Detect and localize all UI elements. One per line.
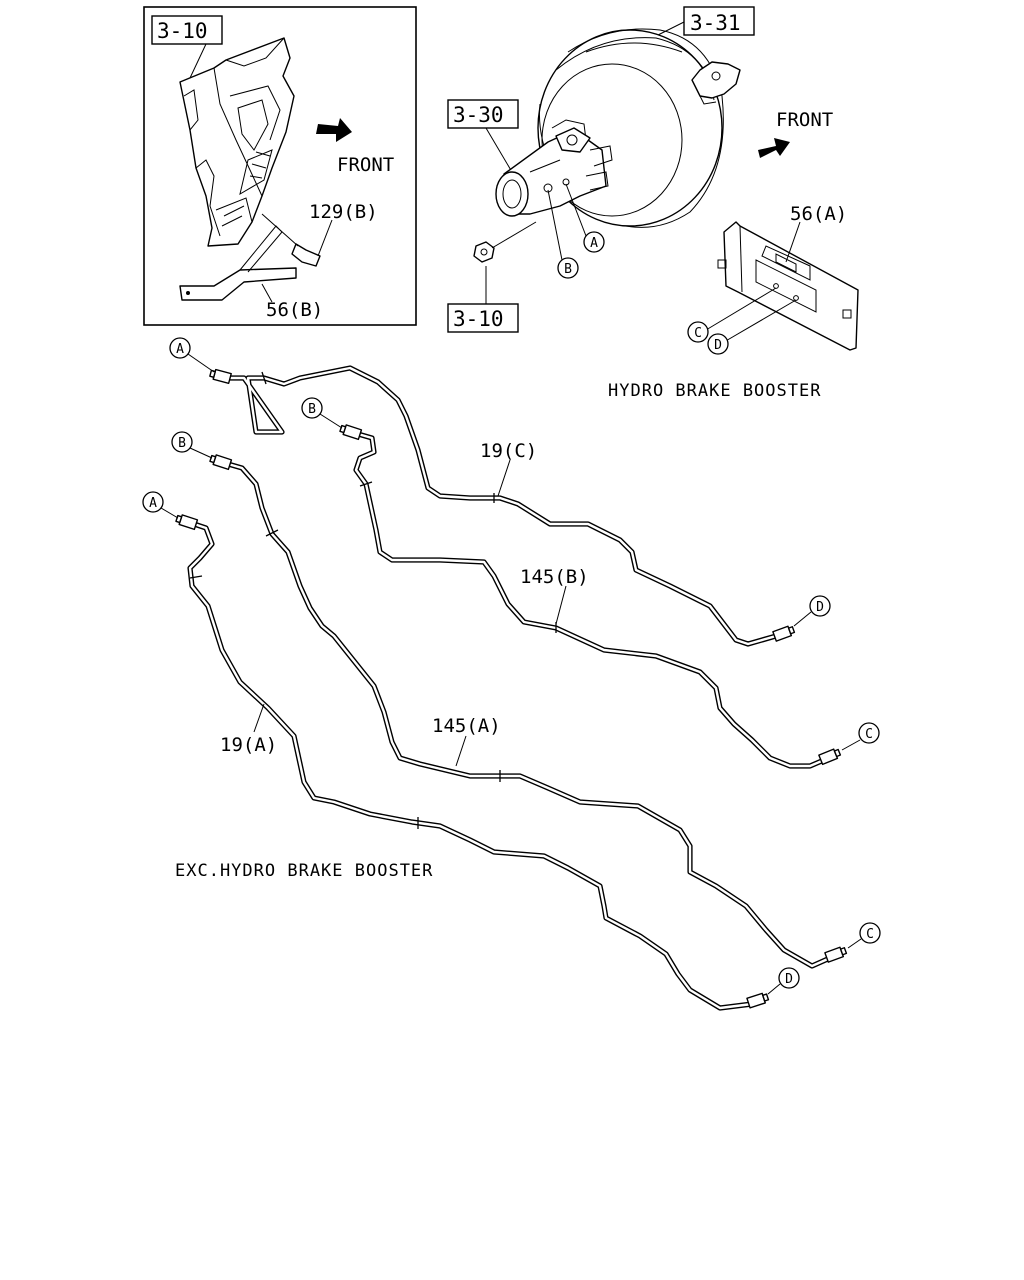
connector-b-booster: B [557,257,579,279]
inset-front-label: FRONT [337,154,394,176]
bracket-56a [717,221,859,351]
connector-a-pipe-19c: A [169,337,215,373]
inset-bolt-label: 129(B) [309,201,378,223]
pipe-145b-label: 145(B) [520,566,589,588]
booster-assembly: 3-31 3-30 3-10 [447,6,859,401]
booster-front-label: FRONT [776,109,833,131]
svg-text:D: D [714,338,722,353]
master-cylinder-ref-label: 3-30 [453,103,504,127]
svg-text:B: B [308,402,316,417]
svg-text:B: B [564,262,572,277]
connector-a-pipe-19a: A [142,491,179,519]
booster-front-arrow-icon [758,138,790,158]
connector-c-bracket: C [687,321,709,343]
inset-bracket-label: 56(B) [266,299,323,321]
pipe-19a [187,521,755,1011]
inset-ref-box [151,15,223,45]
connector-b-pipe-145b: B [301,397,343,429]
svg-text:D: D [785,972,793,987]
connector-d-bracket: D [707,333,729,355]
svg-text:A: A [176,342,184,357]
svg-text:D: D [816,600,824,615]
brake-pipes: 19(C) 145(B) 145(A) 19(A) EXC.HYDRO BRAK… [175,365,848,1011]
svg-text:A: A [149,496,157,511]
svg-text:C: C [866,927,874,942]
pipe-145a [225,461,833,969]
connector-d-pipe-19a: D [767,967,800,995]
exc-caption: EXC.HYDRO BRAKE BOOSTER [175,861,433,881]
pipe-19c [225,365,779,647]
connector-d-pipe-19c: D [793,595,831,627]
booster-nut [473,221,537,263]
booster-ref-label: 3-31 [690,11,741,35]
pipe-19a-label: 19(A) [220,734,277,756]
booster-bracket-label: 56(A) [790,203,847,225]
svg-text:A: A [590,236,598,251]
inset-ref-label: 3-10 [157,19,208,43]
inset-front-arrow-icon [316,118,352,142]
booster-caption: HYDRO BRAKE BOOSTER [608,381,821,401]
pipe-145b [353,431,827,769]
inset-panel: 3-10 129(B) 56(B) [143,6,417,326]
connector-b-pipe-145a: B [171,431,213,459]
pipe-fittings [175,368,848,1009]
pipe-145a-label: 145(A) [432,715,501,737]
master-cylinder [495,119,613,217]
connector-markers: A B C D A B B [142,231,881,995]
dash-panel-part [179,37,295,247]
connector-c-pipe-145a: C [847,922,881,949]
svg-text:C: C [865,727,873,742]
nut-ref-label: 3-10 [453,307,504,331]
connector-c-pipe-145b: C [841,722,880,751]
svg-text:C: C [694,326,702,341]
pipe-19c-label: 19(C) [480,440,537,462]
connector-a-booster: A [583,231,605,253]
svg-text:B: B [178,436,186,451]
pushrod-clevis [691,61,741,105]
bolt-129b [261,213,321,267]
